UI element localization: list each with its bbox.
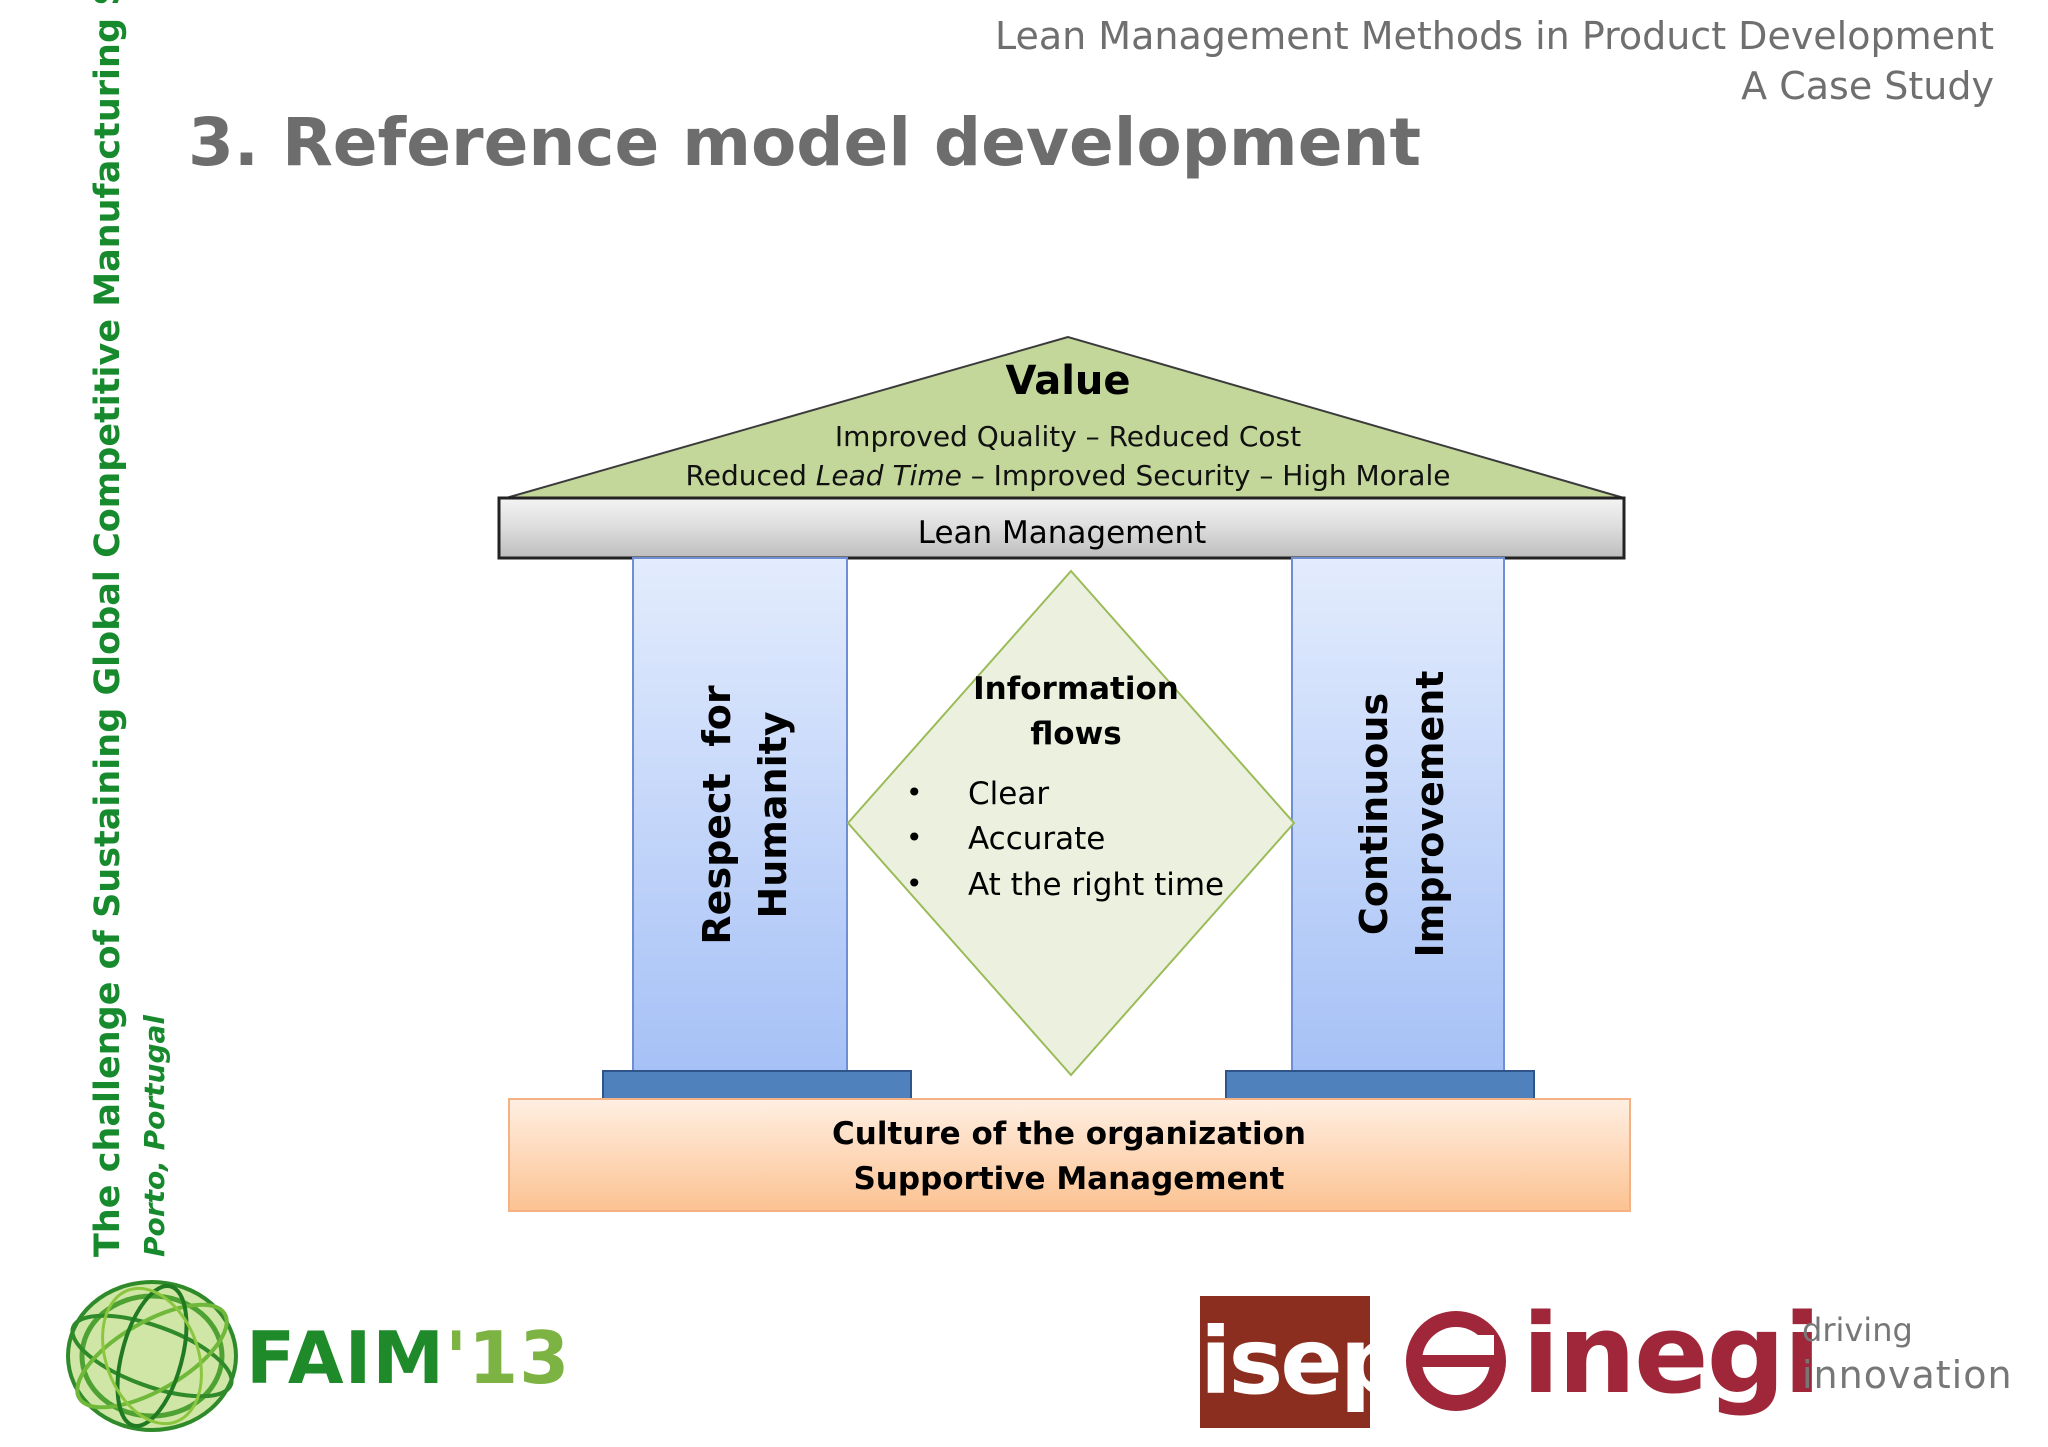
base-line-2: Supportive Management xyxy=(853,1161,1284,1197)
right-pillar xyxy=(1291,557,1505,1072)
diamond-item-1: Clear xyxy=(968,776,1049,812)
inegi-tagline-1: driving xyxy=(1802,1311,1913,1349)
information-flows-diamond xyxy=(846,569,1296,1077)
faim-logo-text: FAIM'13 xyxy=(246,1316,570,1400)
left-pillar-line-1: Respect for xyxy=(695,685,739,944)
bullet-3: • xyxy=(906,867,923,900)
bullet-2: • xyxy=(906,821,923,854)
bullet-1: • xyxy=(906,776,923,809)
faim-year: '13 xyxy=(445,1316,571,1400)
roof-line-2: Reduced Lead Time – Improved Security – … xyxy=(686,459,1451,492)
left-pillar-line-2: Humanity xyxy=(751,711,795,918)
diamond-title-2: flows xyxy=(1030,716,1121,752)
faim-globe-icon xyxy=(66,1280,238,1432)
isep-logo: isep xyxy=(1200,1296,1370,1428)
beam-label: Lean Management xyxy=(918,515,1207,551)
inegi-logo-text: inegi xyxy=(1522,1290,1821,1418)
right-plinth xyxy=(1225,1070,1535,1100)
base-line-1: Culture of the organization xyxy=(832,1116,1306,1152)
header-subtitle: A Case Study xyxy=(1741,64,1994,108)
right-pillar-line-1: Continuous xyxy=(1352,693,1396,935)
diamond-item-3: At the right time xyxy=(968,867,1224,903)
roof-line-1: Improved Quality – Reduced Cost xyxy=(835,420,1301,453)
slide-title: 3. Reference model development xyxy=(188,104,1421,181)
header-title: Lean Management Methods in Product Devel… xyxy=(994,14,1994,58)
inegi-emblem-icon xyxy=(1406,1311,1506,1411)
inegi-tagline-2: innovation xyxy=(1802,1353,2013,1397)
diamond-item-2: Accurate xyxy=(968,821,1105,857)
diamond-title-1: Information xyxy=(973,671,1179,707)
roof-title: Value xyxy=(1005,358,1130,404)
left-plinth xyxy=(602,1070,912,1100)
left-pillar xyxy=(632,557,848,1072)
faim-word: FAIM xyxy=(246,1316,446,1400)
lean-management-beam xyxy=(497,496,1626,560)
culture-base xyxy=(508,1098,1631,1212)
right-pillar-line-2: Improvement xyxy=(1408,671,1452,958)
